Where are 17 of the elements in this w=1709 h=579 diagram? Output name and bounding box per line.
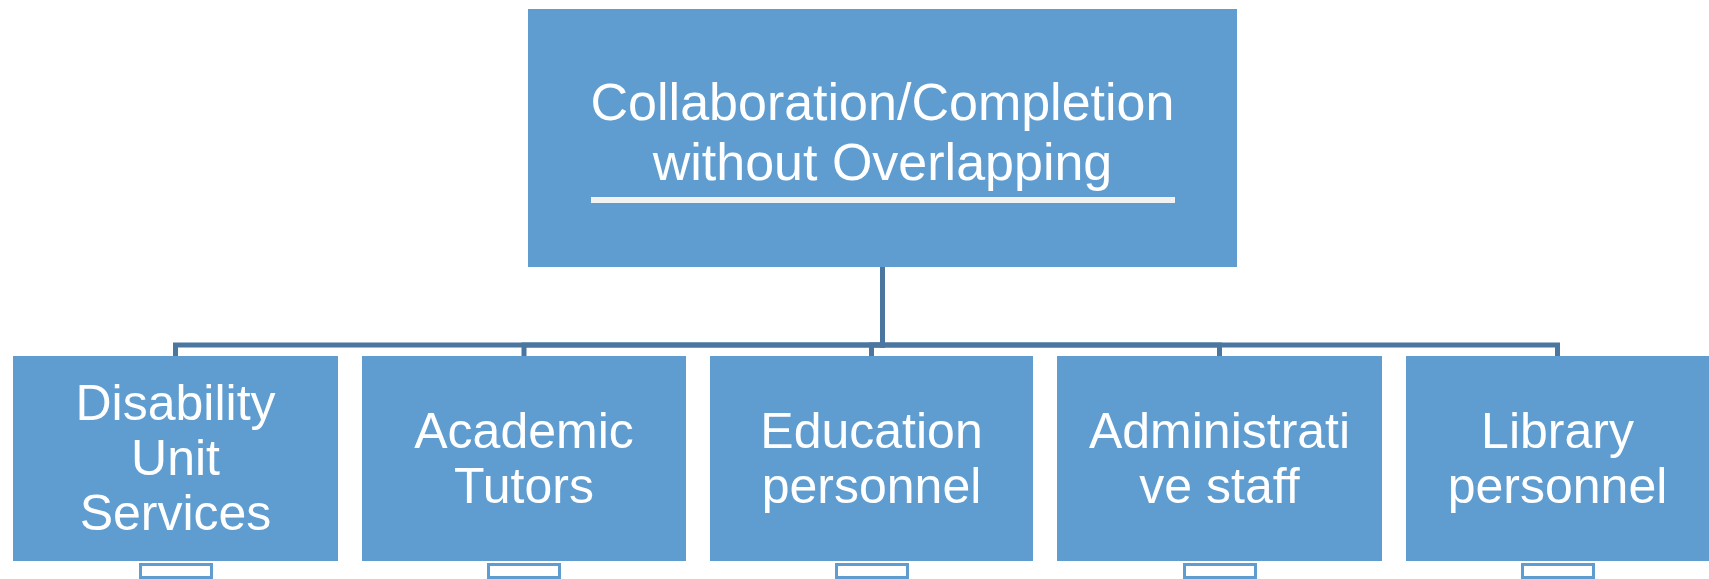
role-text: Administrati ve staff — [1087, 403, 1352, 514]
role-text: Library personnel — [1446, 403, 1669, 514]
role-text: Education personnel — [759, 403, 984, 514]
role-text: Disability Unit Services — [74, 376, 277, 541]
member-box — [1057, 356, 1382, 561]
collapse-tab — [487, 563, 561, 579]
heading-text: Collaboration/Completion without Overlapping — [589, 73, 1176, 193]
member-box — [362, 356, 686, 561]
collapse-tab — [835, 563, 909, 579]
collapse-tab — [1521, 563, 1595, 579]
role-text: Academic Tutors — [413, 403, 635, 514]
member-box — [1406, 356, 1709, 561]
collapse-tab — [139, 563, 213, 579]
member-box — [710, 356, 1033, 561]
root-box — [528, 9, 1237, 267]
collapse-tab — [1183, 563, 1257, 579]
member-box — [13, 356, 338, 561]
